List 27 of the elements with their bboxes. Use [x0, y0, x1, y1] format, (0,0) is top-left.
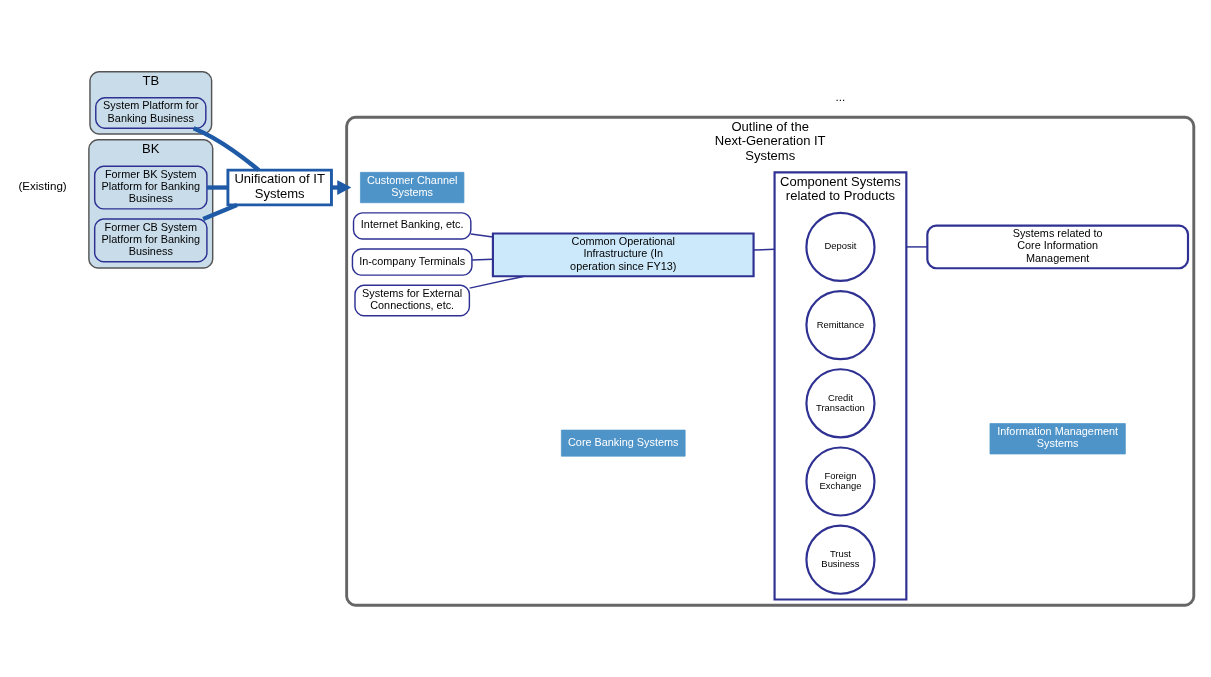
label: ... — [835, 91, 846, 104]
connector — [471, 258, 494, 261]
connector — [207, 185, 228, 190]
node-circle: Credit Transaction — [805, 368, 876, 439]
connector — [905, 246, 929, 248]
node-box: Internet Banking, etc. — [352, 212, 472, 240]
node-circle: Trust Business — [805, 524, 876, 595]
connector — [753, 248, 776, 251]
node-circle: Foreign Exchange — [805, 446, 876, 517]
node-box: Customer Channel Systems — [360, 171, 465, 204]
node-circle: Deposit — [805, 211, 876, 283]
node-box: Information Management Systems — [989, 423, 1126, 455]
node-box: Former CB System Platform for Banking Business — [93, 218, 208, 263]
connector — [468, 275, 526, 289]
connector — [202, 202, 238, 221]
connector — [470, 233, 494, 238]
node-box: Former BK System Platform for Banking Business — [93, 165, 208, 210]
node-box: Systems related to Core Information Management — [926, 224, 1190, 270]
node-box: Core Banking Systems — [560, 429, 686, 457]
node-circle: Remittance — [805, 290, 876, 361]
connector — [192, 126, 261, 172]
node-box: Unification of IT Systems — [226, 168, 333, 207]
node-box: In-company Terminals — [351, 248, 473, 276]
label: (Existing) — [18, 180, 67, 193]
node-box: Common Operational Infrastructure (In operation since FY13) — [491, 232, 755, 278]
node-box: System Platform for Banking Business — [95, 97, 207, 129]
node-box: Systems for External Connections, etc. — [354, 284, 471, 317]
